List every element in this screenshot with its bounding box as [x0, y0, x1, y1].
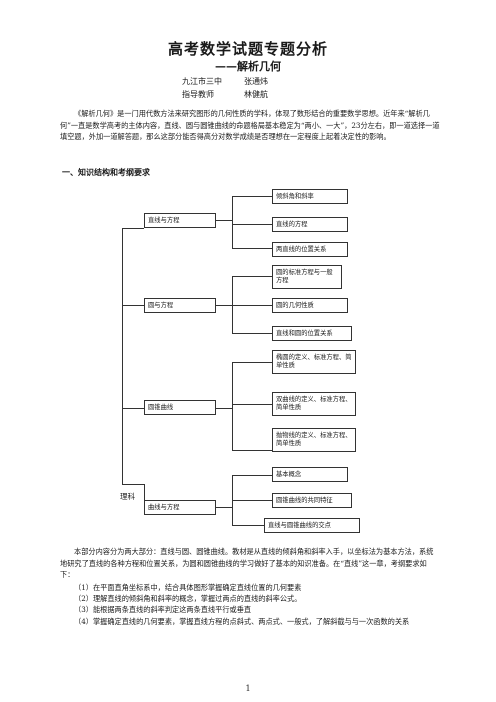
diagram-root-label: 理科	[120, 492, 135, 501]
connector	[232, 500, 272, 501]
node-line-circle: 直线和圆的位置关系	[272, 326, 352, 341]
diagram-trunk-line	[122, 228, 123, 484]
connector	[216, 305, 232, 306]
connector	[232, 475, 272, 476]
connector	[122, 305, 144, 306]
connector	[232, 362, 272, 363]
connector	[232, 404, 272, 405]
node-basic-concepts: 基本概念	[272, 467, 348, 482]
list-item: （4）掌握确定直线的几何要素，掌握直线方程的点斜式、两点式、一般式，了解斜截与与…	[74, 616, 410, 626]
advisor-name: 林健航	[244, 90, 268, 99]
connector	[216, 220, 232, 221]
author-name: 张通炜	[244, 77, 268, 86]
connector	[232, 333, 272, 334]
group-box-circles: 圆与方程	[144, 298, 216, 313]
author-org: 九江市三中	[182, 77, 222, 86]
section-heading: 一、知识结构和考纲要求	[62, 168, 150, 177]
node-ellipse: 椭圆的定义、标准方程、简单性质	[272, 350, 356, 374]
connector	[232, 224, 272, 225]
node-parabola: 抛物线的定义、标准方程、简单性质	[272, 428, 356, 452]
connector	[232, 196, 233, 248]
page-subtitle: ——解析几何	[215, 60, 281, 73]
page-title: 高考数学试题专题分析	[167, 40, 328, 58]
connector	[144, 484, 145, 500]
connector	[232, 362, 233, 450]
connector	[232, 305, 272, 306]
body-paragraph: 本部分内容分为两大部分：直线与圆、圆锥曲线。教材是从直线的倾斜角和斜率入手，以坐…	[60, 547, 434, 579]
advisor-label: 指导教师	[182, 90, 214, 99]
requirements-list: （1）在平面直角坐标系中，结合具体图形掌握确定直线位置的几何要素 （2）理解直线…	[62, 582, 438, 627]
connector	[216, 408, 232, 409]
node-common-features: 圆锥曲线的共同特征	[272, 493, 352, 508]
list-item: （1）在平面直角坐标系中，结合具体图形掌握确定直线位置的几何要素	[74, 583, 302, 592]
list-item: （2）理解直线的倾斜角和斜率的概念，掌握过两点的直线的斜率公式。	[74, 594, 302, 604]
intro-paragraph: 《解析几何》是一门用代数方法来研究图形的几何性质的学科，体现了数形结合的重要数学…	[60, 109, 440, 141]
connector	[232, 525, 272, 526]
group-box-conics: 圆锥曲线	[144, 400, 216, 415]
node-line-conic-intersection: 直线与圆锥曲线的交点	[264, 518, 360, 533]
node-circle-properties: 圆的几何性质	[272, 298, 348, 313]
group-box-lines: 直线与方程	[144, 213, 216, 228]
connector	[122, 484, 144, 485]
connector	[232, 248, 272, 249]
node-circle-equation: 圆的标准方程与一般方程	[272, 265, 342, 289]
connector	[232, 450, 272, 451]
page-number: 1	[245, 684, 251, 693]
connector	[216, 507, 232, 508]
group-box-curves: 曲线与方程	[144, 500, 216, 515]
connector	[232, 276, 272, 277]
connector	[122, 228, 144, 229]
node-slope: 倾斜角和斜率	[272, 189, 348, 204]
node-line-equation: 直线的方程	[272, 217, 348, 232]
connector	[232, 276, 233, 333]
node-hyperbola: 双曲线的定义、标准方程、简单性质	[272, 392, 356, 416]
node-two-lines: 两直线的位置关系	[272, 242, 348, 257]
connector	[122, 408, 144, 409]
list-item: （3）能根据两条直线的斜率判定这两条直线平行或垂直	[74, 605, 252, 615]
connector	[232, 196, 272, 197]
